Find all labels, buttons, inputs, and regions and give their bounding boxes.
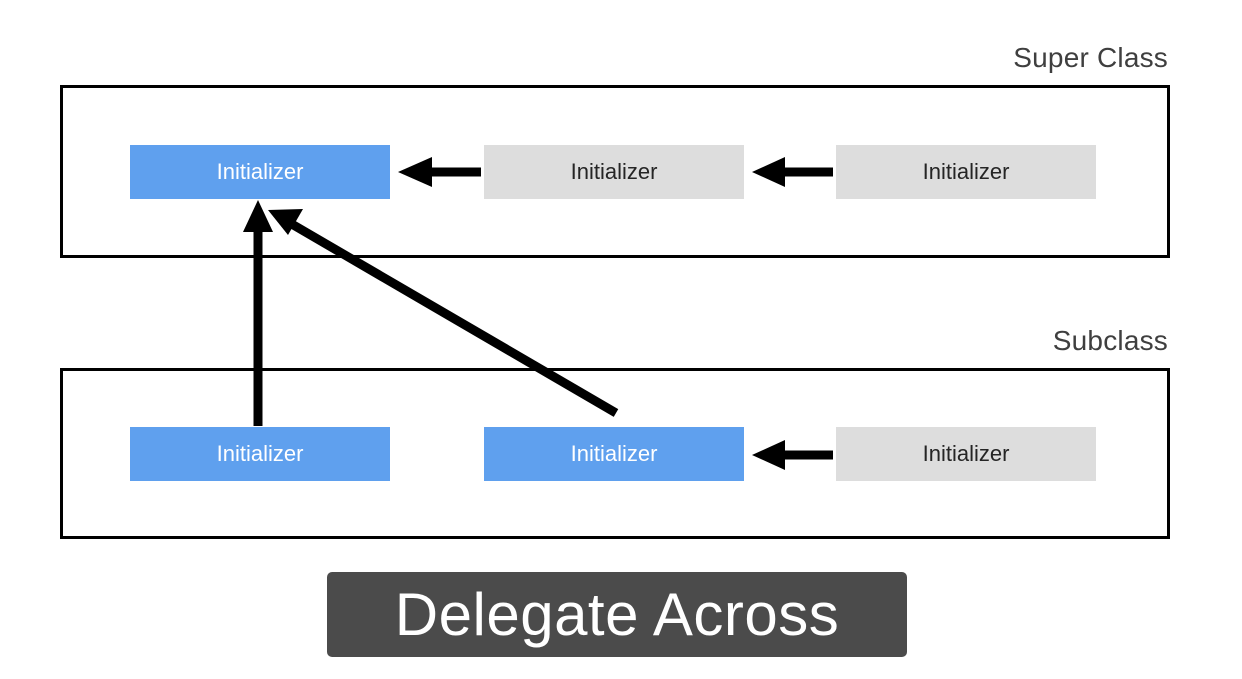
superclass-initializer-designated[interactable]: Initializer xyxy=(130,145,390,199)
subclass-section-label: Subclass xyxy=(1052,325,1168,356)
superclass-initializer-convenience-1[interactable]: Initializer xyxy=(484,145,744,199)
title-banner-text: Delegate Across xyxy=(394,580,840,648)
subclass-initializer-convenience[interactable]: Initializer xyxy=(836,427,1096,481)
superclass-initializer-convenience-2[interactable]: Initializer xyxy=(836,145,1096,199)
title-banner: Delegate Across xyxy=(327,572,907,657)
superclass-section-label: Super Class xyxy=(1013,42,1168,73)
subclass-initializer-designated-1[interactable]: Initializer xyxy=(130,427,390,481)
subclass-initializer-designated-2[interactable]: Initializer xyxy=(484,427,744,481)
